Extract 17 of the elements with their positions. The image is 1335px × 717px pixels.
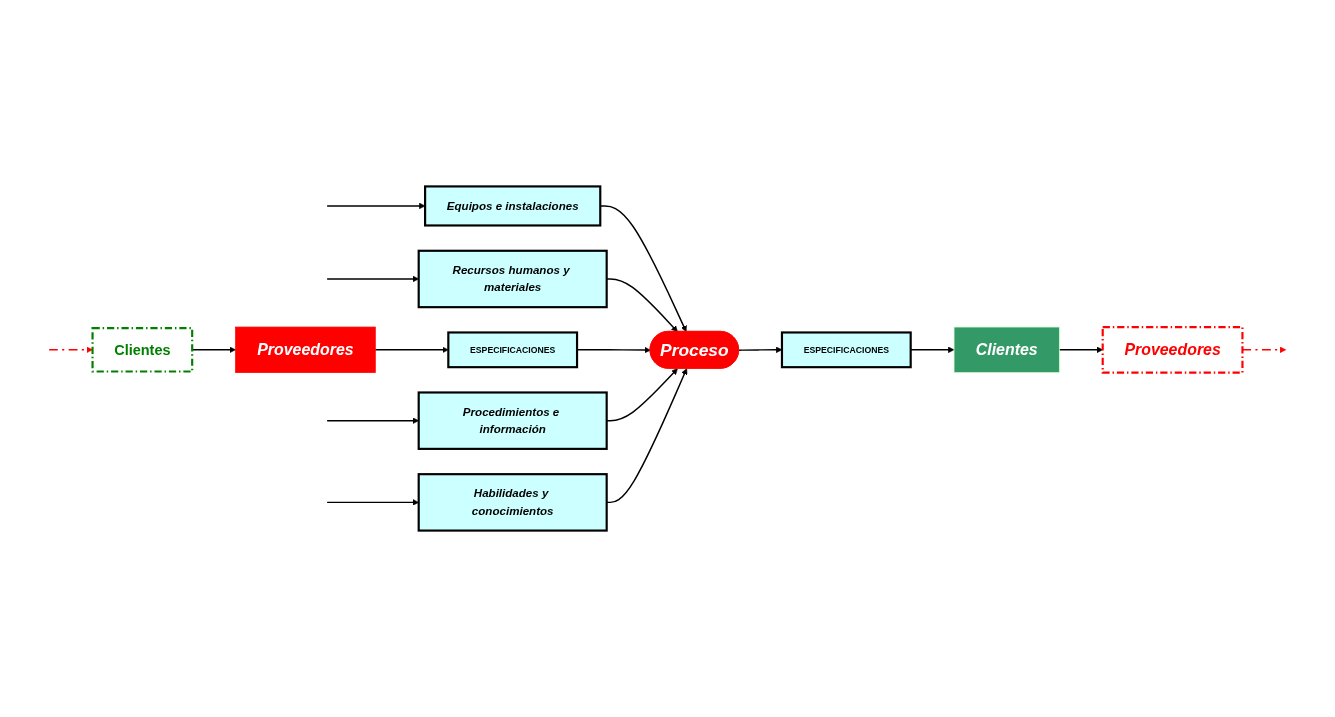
arrow [1058, 346, 1103, 353]
node-box: Clientes [953, 326, 1060, 373]
arrow [326, 202, 426, 210]
node-box: Proveedores [1101, 325, 1244, 374]
node-box: ESPECIFICACIONES [447, 331, 579, 369]
node-box: Recursos humanos y materiales [417, 249, 608, 309]
node-box: Equipos e instalaciones [424, 185, 602, 227]
arrow [48, 346, 93, 353]
node-box: ESPECIFICACIONES [780, 331, 912, 369]
arrow [326, 417, 419, 424]
arrow [326, 499, 419, 506]
arrow [326, 275, 419, 283]
node-box: Habilidades y conocimientos [417, 473, 608, 532]
node-box: Proveedores [235, 326, 376, 373]
node-box: Procedimientos e información [417, 391, 608, 450]
node-box: Clientes [91, 327, 194, 373]
arrow [374, 346, 449, 353]
